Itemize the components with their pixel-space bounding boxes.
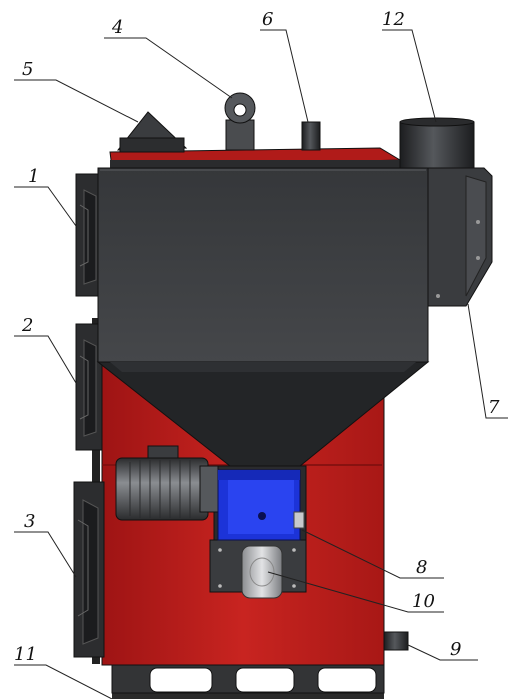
gear-motor — [115, 445, 219, 521]
fuel-hopper — [96, 167, 430, 467]
callout-1: 1 — [28, 166, 39, 187]
base-stand — [111, 662, 385, 699]
callout-2: 2 — [21, 315, 33, 336]
callout-5: 5 — [22, 59, 33, 80]
callout-10: 10 — [412, 591, 435, 612]
chimney-pipe — [399, 117, 484, 176]
feed-hatch — [116, 111, 188, 153]
callout-12: 12 — [382, 9, 405, 30]
lifting-eye — [224, 92, 256, 151]
outlet-pipe — [383, 631, 409, 651]
leader-lines — [14, 29, 508, 699]
auger-block — [217, 469, 305, 541]
callout-7: 7 — [488, 397, 500, 418]
callout-9: 9 — [450, 639, 461, 660]
callout-6: 6 — [262, 9, 273, 30]
callout-4: 4 — [111, 17, 123, 38]
blower-fan — [218, 545, 296, 599]
door-lower — [73, 481, 105, 658]
top-nozzle — [301, 121, 321, 151]
flue-box — [425, 167, 493, 307]
callout-3: 3 — [24, 511, 35, 532]
callout-11: 11 — [14, 644, 37, 665]
callout-labels: 1 2 3 4 5 6 7 8 9 10 11 12 — [14, 9, 500, 665]
callout-8: 8 — [416, 557, 427, 578]
